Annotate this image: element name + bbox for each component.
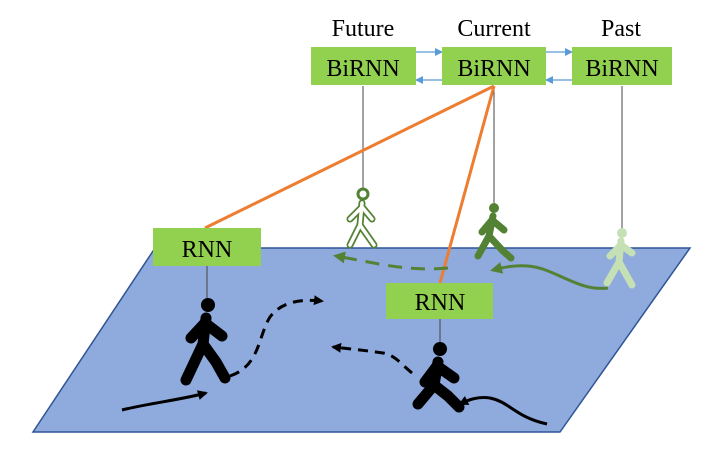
current-pedestrian-icon — [474, 203, 515, 262]
green-solid-trajectory — [490, 261, 609, 290]
future-pedestrian-inner — [348, 201, 376, 247]
birnn-future-box: BiRNN — [311, 47, 416, 85]
black-solid-trajectory-right — [458, 395, 548, 426]
rnn-left-label: RNN — [182, 237, 233, 263]
birnn-future-label: BiRNN — [326, 56, 399, 82]
black-dashed-trajectory-right — [331, 342, 413, 375]
green-dashed-trajectory — [333, 251, 449, 271]
rnn-right-label: RNN — [415, 290, 466, 316]
past-pedestrian-icon — [603, 228, 636, 289]
black-pedestrian-left-icon — [180, 298, 231, 386]
birnn-current-box: BiRNN — [442, 47, 546, 85]
birnn-current-label: BiRNN — [457, 56, 530, 82]
black-dashed-trajectory-left — [229, 295, 324, 378]
ground-plane — [31, 247, 692, 433]
birnn-past-label: BiRNN — [585, 56, 658, 82]
attention-line-right — [438, 85, 496, 284]
black-solid-trajectory-left — [121, 390, 208, 412]
rnn-left-box: RNN — [153, 228, 261, 266]
black-pedestrian-right-icon — [412, 342, 465, 413]
birnn-past-box: BiRNN — [572, 47, 672, 85]
attention-line-left — [204, 84, 495, 230]
rnn-right-box: RNN — [386, 283, 493, 319]
label-future: Future — [332, 16, 395, 42]
label-current: Current — [457, 16, 531, 42]
label-past: Past — [601, 16, 641, 42]
